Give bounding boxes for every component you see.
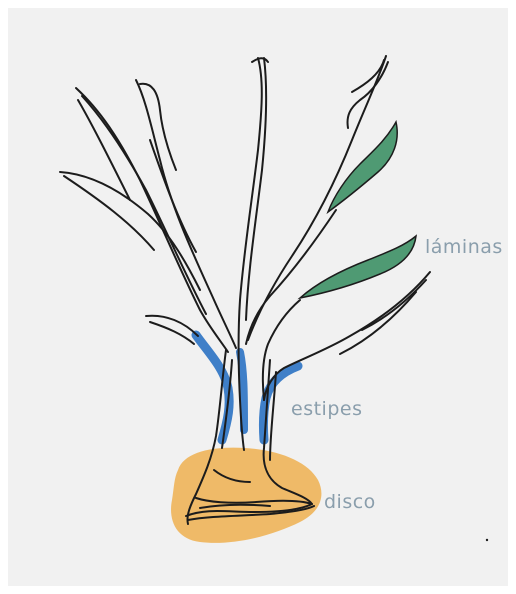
blades-region [300,122,416,298]
stipes-region [196,335,298,440]
blades-label: láminas [425,236,503,258]
ink-speck [486,539,488,541]
holdfast-label: disco [324,491,376,513]
stipes-label: estipes [291,398,362,420]
